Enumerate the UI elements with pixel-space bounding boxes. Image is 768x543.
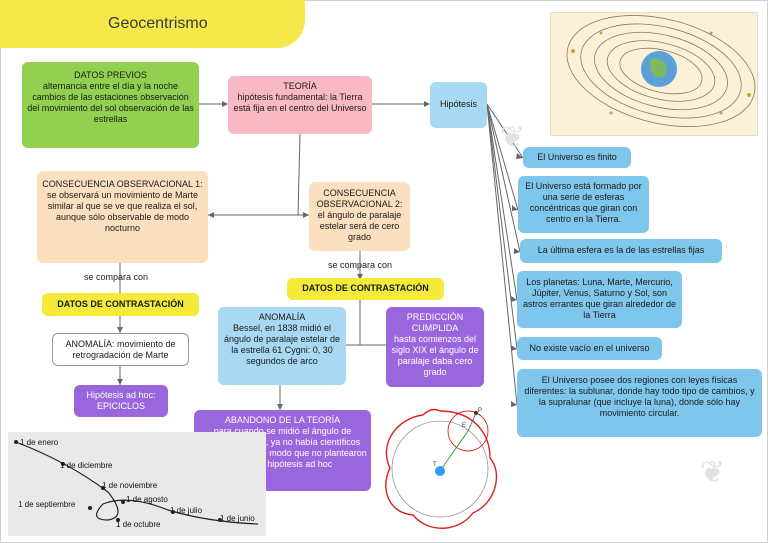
anomalia-bessel-title: ANOMALÍA — [258, 312, 306, 322]
flourish-decoration: ❦ — [500, 121, 526, 154]
teoria-text: hipótesis fundamental: la Tierra está fi… — [233, 92, 367, 113]
hipotesis-item: La última esfera es la de las estrellas … — [520, 239, 722, 263]
abandono-box: ABANDONO DE LA TEORÍA para cuando se mid… — [194, 410, 371, 491]
geocentric-model-illustration — [566, 15, 756, 127]
datos-contrastacion-2: DATOS DE CONTRASTACIÓN — [287, 278, 444, 300]
hipotesis-item-text: Los planetas: Luna, Marte, Mercurio, Júp… — [522, 277, 677, 320]
geocentric-model-image — [550, 12, 758, 136]
datos-contrastacion-label: DATOS DE CONTRASTACIÓN — [302, 283, 429, 293]
datos-previos-text: alternancia entre el día y la noche camb… — [27, 81, 194, 124]
retrograde-motion-panel: 1 de enero 1 de diciembre 1 de noviembre… — [8, 432, 266, 536]
hipotesis-label: Hipótesis — [439, 99, 477, 109]
hipotesis-item-text: La última esfera es la de las estrellas … — [537, 245, 705, 255]
datos-previos-title: DATOS PREVIOS — [74, 70, 147, 80]
se-compara-con-label: se compara con — [84, 272, 149, 282]
teoria-title: TEORÍA — [283, 81, 317, 91]
date-label: 1 de octubre — [116, 520, 161, 529]
hipotesis-item: El Universo posee dos regiones con leyes… — [517, 369, 762, 437]
teoria-box: TEORÍA hipótesis fundamental: la Tierra … — [228, 76, 372, 134]
anomalia-bessel-box: ANOMALÍA Bessel, en 1838 midió el ángulo… — [218, 307, 346, 385]
consecuencia-2-box: CONSECUENCIA OBSERVACIONAL 2: el ángulo … — [309, 182, 410, 251]
anomalia-bessel-text: Bessel, en 1838 midió el ángulo de paral… — [223, 323, 341, 366]
consecuencia-2-title: CONSECUENCIA OBSERVACIONAL 2: — [316, 188, 403, 209]
anomalia-marte-text: ANOMALÍA: movimiento de retrogradación d… — [65, 339, 176, 360]
prediccion-box: PREDICCIÓN CUMPLIDA hasta comienzos del … — [386, 307, 484, 387]
retrograde-path-illustration — [14, 440, 259, 525]
prediccion-title: PREDICCIÓN CUMPLIDA — [406, 312, 464, 333]
hipotesis-ad-hoc-text: Hipótesis ad hoc: EPICICLOS — [86, 390, 156, 411]
title-tab: Geocentrismo — [0, 0, 305, 48]
hipotesis-item-text: No existe vacío en el universo — [529, 343, 650, 353]
flourish-decoration: ❦ — [700, 456, 726, 489]
epicycle-diagram: P E T — [385, 408, 498, 529]
hipotesis-item: Los planetas: Luna, Marte, Mercurio, Júp… — [517, 271, 682, 328]
date-label: 1 de julio — [170, 506, 203, 515]
prediccion-text: hasta comienzos del siglo XIX el ángulo … — [391, 334, 479, 377]
datos-previos-box: DATOS PREVIOS alternancia entre el día y… — [22, 62, 199, 148]
page-title: Geocentrismo — [108, 15, 208, 32]
consecuencia-1-text: se observará un movimiento de Marte simi… — [46, 190, 199, 233]
epicycle-label: E — [462, 423, 466, 429]
datos-contrastacion-label: DATOS DE CONTRASTACIÓN — [57, 299, 184, 309]
epicycle-label: T — [433, 462, 437, 468]
abandono-title: ABANDONO DE LA TEORÍA — [224, 415, 341, 425]
date-label: 1 de noviembre — [102, 481, 158, 490]
hipotesis-item-text: El Universo está formado por una serie d… — [525, 181, 642, 224]
hipotesis-box: Hipótesis — [430, 82, 487, 128]
datos-contrastacion-1: DATOS DE CONTRASTACIÓN — [42, 293, 199, 316]
date-label: 1 de junio — [220, 514, 255, 523]
consecuencia-2-text: el ángulo de paralaje estelar será de ce… — [317, 210, 402, 242]
se-compara-con-label: se compara con — [328, 260, 393, 270]
date-label: 1 de agosto — [126, 495, 168, 504]
hipotesis-item-text: El Universo posee dos regiones con leyes… — [524, 375, 755, 418]
consecuencia-1-title: CONSECUENCIA OBSERVACIONAL 1: — [42, 179, 203, 189]
date-label: 1 de diciembre — [60, 461, 113, 470]
abandono-text: para cuando se midió el ángulo de parala… — [198, 426, 367, 469]
hipotesis-item: No existe vacío en el universo — [517, 337, 662, 360]
hipotesis-item-text: El Universo es finito — [537, 152, 617, 162]
epicycle-label: P — [478, 408, 482, 414]
hipotesis-item: El Universo es finito — [523, 147, 631, 168]
hipotesis-item: El Universo está formado por una serie d… — [518, 176, 649, 233]
hipotesis-ad-hoc-box: Hipótesis ad hoc: EPICICLOS — [74, 385, 168, 417]
consecuencia-1-box: CONSECUENCIA OBSERVACIONAL 1: se observa… — [37, 171, 208, 263]
date-label: 1 de enero — [20, 438, 59, 447]
date-label: 1 de septiembre — [18, 500, 76, 509]
anomalia-marte-box: ANOMALÍA: movimiento de retrogradación d… — [52, 333, 189, 366]
